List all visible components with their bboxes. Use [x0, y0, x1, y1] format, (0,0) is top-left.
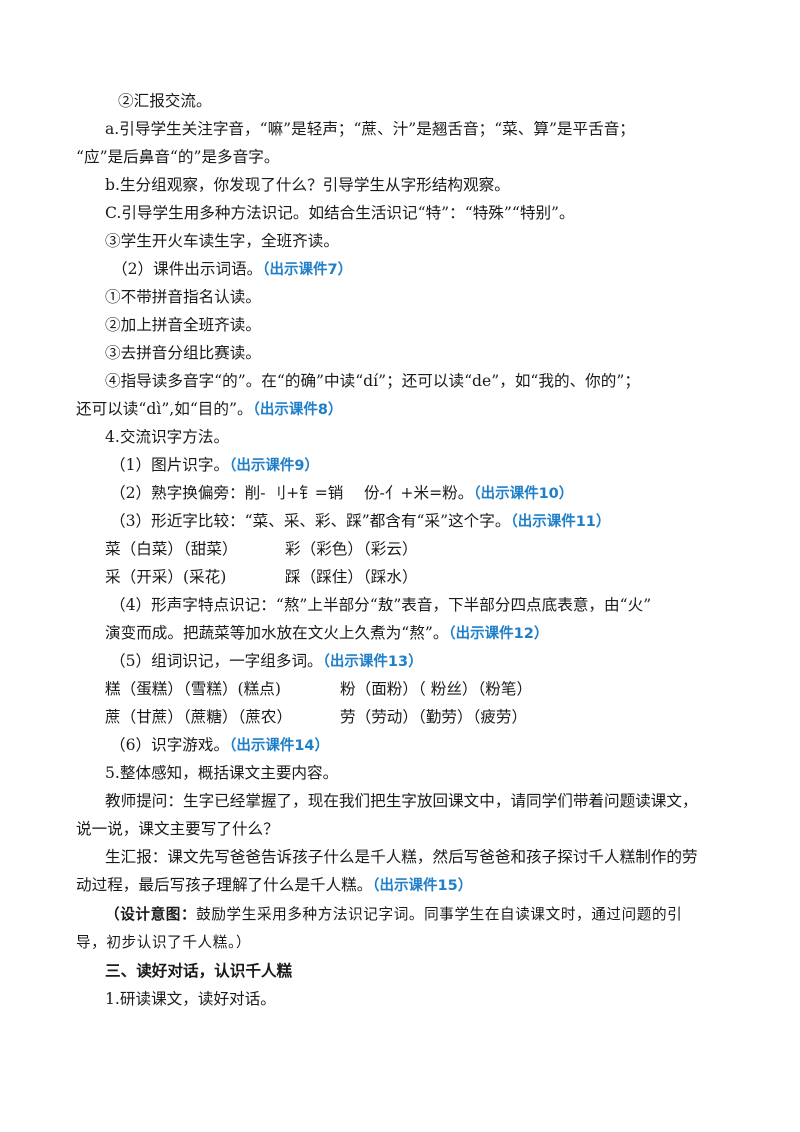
text-line: ②加上拼音全班齐读。 — [105, 316, 261, 334]
line-text: （6）识字游戏。 — [110, 736, 230, 754]
text-line: （3）形近字比较：“菜、采、彩、踩”都含有“采”这个字。（出示课件11） — [110, 510, 610, 533]
text-line: 4.交流识字方法。 — [105, 428, 230, 446]
courseware-reference: （出示课件8） — [252, 402, 343, 418]
word-group: 蔗（甘蔗）（蔗糖）（蔗农） — [105, 708, 293, 726]
line-text: （2）熟字换偏旁：削- 刂+钅=销 份-亻+米=粉。 — [110, 484, 474, 502]
text-line: 导，初步认识了千人糕。） — [76, 934, 252, 951]
word-group: 采（开采）(采花) — [105, 568, 227, 586]
word-group: 踩（踩住）（踩水） — [285, 568, 418, 586]
text-line: （5）组词识记，一字组多词。（出示课件13） — [110, 650, 423, 673]
text-line: 动过程，最后写孩子理解了什么是千人糕。（出示课件15） — [76, 874, 472, 897]
courseware-reference: （出示课件7） — [262, 262, 353, 278]
text-line: （6）识字游戏。（出示课件14） — [110, 734, 329, 757]
word-group: 彩（彩色）（彩云） — [285, 540, 418, 558]
text-line: 演变而成。把蔬菜等加水放在文火上久煮为“熬”。（出示课件12） — [105, 622, 548, 645]
line-text: 演变而成。把蔬菜等加水放在文火上久煮为“熬”。 — [105, 624, 449, 642]
courseware-reference: （出示课件14） — [229, 738, 330, 754]
word-group: 菜（白菜）（甜菜） — [105, 540, 238, 558]
design-intent-label: （设计意图： — [105, 906, 197, 923]
line-text: 鼓励学生采用多种方法识记字词。同事学生在自读课文时，通过问题的引 — [196, 906, 683, 923]
text-line: a.引导学生关注字音，“嘛”是轻声；“蔗、汁”是翘舌音；“菜、算”是平舌音； — [105, 120, 635, 138]
line-text: 还可以读“dì”,如“目的”。 — [76, 400, 253, 418]
text-line: 5.整体感知，概括课文主要内容。 — [105, 764, 339, 782]
text-line: 1.研读课文，读好对话。 — [105, 990, 276, 1008]
text-line: ③去拼音分组比赛读。 — [105, 344, 261, 362]
text-line: 教师提问：生字已经掌握了，现在我们把生字放回课文中，请同学们带着问题读课文， — [105, 792, 698, 810]
line-text: （3）形近字比较：“菜、采、彩、踩”都含有“采”这个字。 — [110, 512, 511, 530]
text-line: ④指导读多音字“的”。在“的确”中读“dí”；还可以读“de”，如“我的、你的”… — [105, 372, 640, 390]
word-group: 劳（劳动）（勤劳）（疲劳） — [340, 708, 528, 726]
line-text: 动过程，最后写孩子理解了什么是千人糕。 — [76, 876, 373, 894]
courseware-reference: （出示课件13） — [322, 654, 423, 670]
text-line: b.生分组观察，你发现了什么？引导学生从字形结构观察。 — [105, 176, 510, 194]
design-intent-note: （设计意图：鼓励学生采用多种方法识记字词。同事学生在自读课文时，通过问题的引 — [105, 904, 682, 926]
text-line: ③学生开火车读生字，全班齐读。 — [105, 232, 339, 250]
text-line: 说一说，课文主要写了什么？ — [76, 820, 279, 838]
courseware-reference: （出示课件11） — [510, 514, 611, 530]
section-heading: 三、读好对话，认识千人糕 — [105, 961, 293, 980]
courseware-reference: （出示课件12） — [448, 626, 549, 642]
courseware-reference: （出示课件10） — [473, 486, 574, 502]
word-group: 粉（面粉）（ 粉丝）（粉笔） — [340, 680, 533, 698]
text-line: （1）图片识字。（出示课件9） — [110, 454, 319, 477]
text-line: ①不带拼音指名认读。 — [105, 288, 261, 306]
text-line: 生汇报：课文先写爸爸告诉孩子什么是千人糕，然后写爸爸和孩子探讨千人糕制作的劳 — [105, 848, 698, 866]
line-text: （1）图片识字。 — [110, 456, 230, 474]
text-line: （2）课件出示词语。（出示课件7） — [112, 258, 352, 281]
line-text: （5）组词识记，一字组多词。 — [110, 652, 323, 670]
word-group: 糕（蛋糕）（雪糕）(糕点) — [105, 680, 281, 698]
text-line: “应”是后鼻音“的”是多音字。 — [76, 148, 280, 166]
text-line: 还可以读“dì”,如“目的”。（出示课件8） — [76, 398, 342, 421]
text-line: （2）熟字换偏旁：削- 刂+钅=销 份-亻+米=粉。（出示课件10） — [110, 482, 573, 505]
courseware-reference: （出示课件15） — [372, 878, 473, 894]
text-line: ②汇报交流。 — [118, 92, 212, 110]
courseware-reference: （出示课件9） — [229, 458, 319, 474]
text-line: （4）形声字特点识记：“熬”上半部分“敖”表音，下半部分四点底表意，由“火” — [110, 596, 652, 614]
line-text: （2）课件出示词语。 — [112, 260, 263, 278]
text-line: C.引导学生用多种方法识记。如结合生活识记“特”：“特殊”“特别”。 — [105, 204, 575, 222]
